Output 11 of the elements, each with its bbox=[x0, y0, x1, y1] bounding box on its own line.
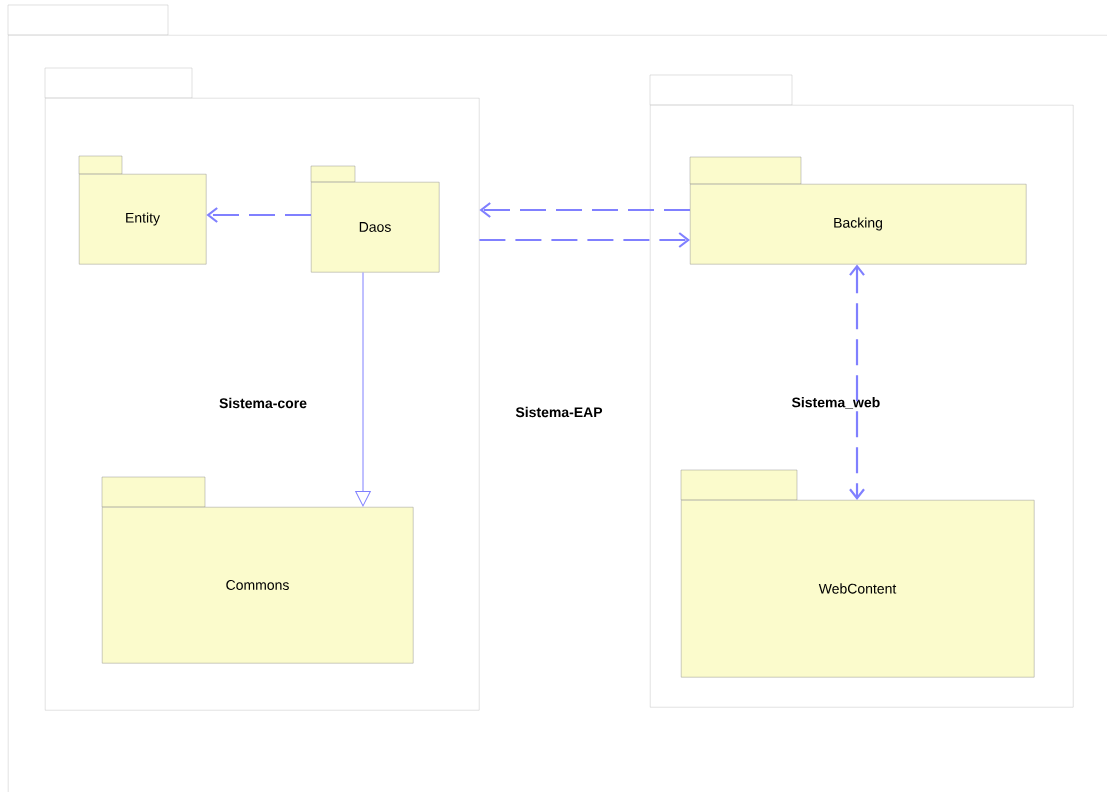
package-box: WebContent bbox=[680, 469, 1035, 678]
dependency-arrow bbox=[479, 202, 690, 218]
package-box: Commons bbox=[101, 476, 414, 664]
package-box: Daos bbox=[310, 165, 440, 273]
package-box: Entity bbox=[78, 155, 207, 265]
dependency-arrow bbox=[206, 207, 311, 223]
package-box: Backing bbox=[689, 156, 1027, 265]
dependency-arrow bbox=[479, 232, 690, 248]
generalization-arrow bbox=[355, 271, 371, 507]
dependency-arrow bbox=[849, 264, 865, 500]
node-label: Sistema-EAP bbox=[515, 406, 603, 418]
